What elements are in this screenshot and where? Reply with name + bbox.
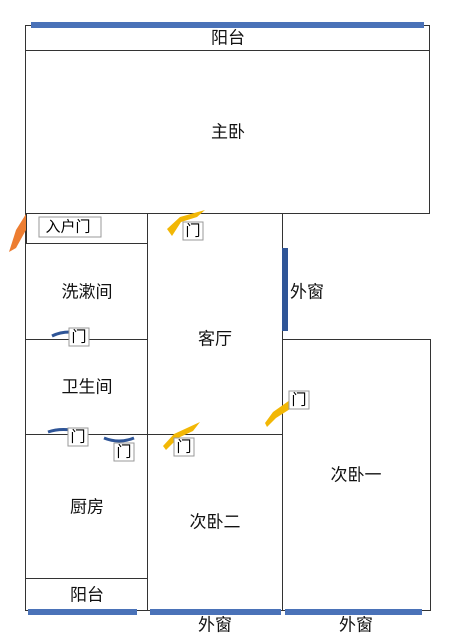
bottom-right-window-label: 外窗	[339, 615, 373, 636]
right-outer-window	[282, 248, 288, 331]
bottom-left-window	[28, 609, 137, 615]
bedroom-2-door-label: 门	[173, 437, 195, 457]
living-room-door-label: 门	[182, 221, 204, 241]
kitchen-door-label: 门	[113, 442, 135, 462]
bathroom-door-label: 门	[67, 427, 89, 447]
second-bedroom-2-label: 次卧二	[189, 512, 241, 533]
living-room-door-swing	[167, 210, 205, 236]
kitchen-door-arc	[103, 436, 135, 443]
kitchen-label: 厨房	[70, 497, 104, 518]
entry-door-label: 入户门	[38, 216, 102, 238]
washroom-door-label: 门	[68, 327, 90, 347]
washroom-label: 洗漱间	[61, 282, 113, 303]
balcony-bottom-label: 阳台	[70, 585, 104, 606]
bottom-middle-window	[150, 609, 281, 615]
living-room-label: 客厅	[198, 329, 232, 350]
bathroom-divider	[25, 434, 283, 435]
bedroom-1-door-label: 门	[288, 390, 310, 410]
balcony-bottom-divider	[25, 578, 148, 579]
master-bedroom-label: 主卧	[211, 122, 245, 143]
entry-door-swing	[9, 214, 26, 252]
second-bedroom-1-label: 次卧一	[330, 465, 382, 486]
bathroom-label: 卫生间	[61, 377, 113, 398]
bottom-middle-window-label: 外窗	[198, 615, 232, 636]
bedroom-2-door-swing	[163, 422, 200, 450]
right-window-label: 外窗	[290, 282, 324, 303]
bottom-right-window	[285, 609, 422, 615]
balcony-top-label: 阳台	[211, 28, 245, 49]
bedroom-1-door-swing	[265, 400, 290, 427]
top-window	[31, 22, 424, 28]
